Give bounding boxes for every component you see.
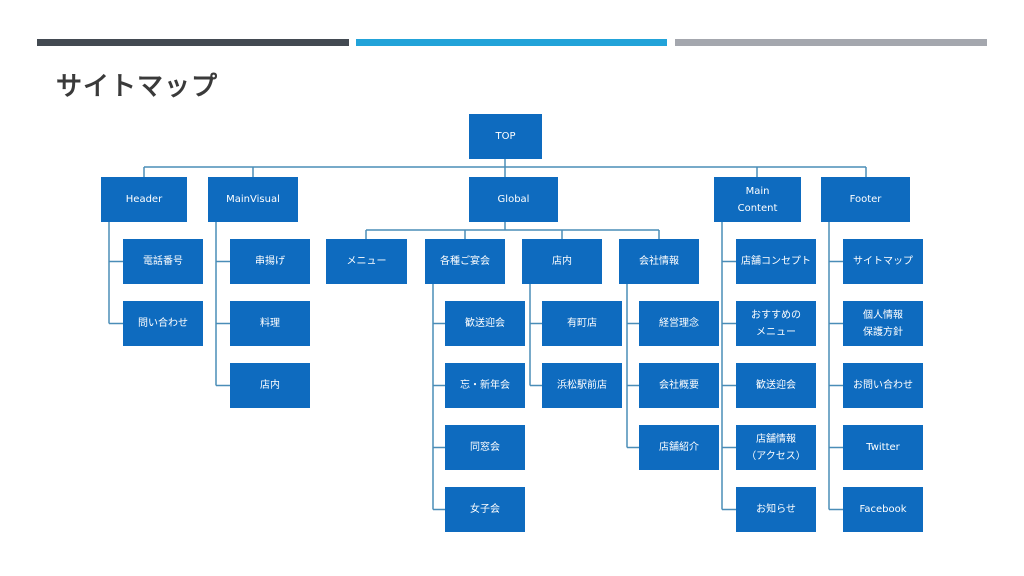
node-mc-concept: 店舗コンセプト bbox=[736, 239, 816, 284]
header-bar-gray bbox=[675, 39, 987, 46]
node-top: TOP bbox=[469, 114, 542, 159]
node-global-party: 各種ご宴会 bbox=[425, 239, 505, 284]
node-main-content: Main Content bbox=[714, 177, 801, 222]
node-footer-facebook: Facebook bbox=[843, 487, 923, 532]
node-footer-contact: お問い合わせ bbox=[843, 363, 923, 408]
node-global: Global bbox=[469, 177, 558, 222]
node-company-overview: 会社概要 bbox=[639, 363, 719, 408]
node-party-kanso: 歓送迎会 bbox=[445, 301, 525, 346]
node-mv-kushiage: 串揚げ bbox=[230, 239, 310, 284]
header-bar-dark bbox=[37, 39, 349, 46]
node-store-arimachi: 有町店 bbox=[542, 301, 622, 346]
node-header: Header bbox=[101, 177, 187, 222]
node-mv-tennai: 店内 bbox=[230, 363, 310, 408]
node-header-phone: 電話番号 bbox=[123, 239, 203, 284]
node-header-contact: 問い合わせ bbox=[123, 301, 203, 346]
header-bar-blue bbox=[356, 39, 667, 46]
node-mc-kanso: 歓送迎会 bbox=[736, 363, 816, 408]
node-mv-ryori: 料理 bbox=[230, 301, 310, 346]
node-mainvisual: MainVisual bbox=[208, 177, 298, 222]
node-party-bonen: 忘・新年会 bbox=[445, 363, 525, 408]
node-global-company: 会社情報 bbox=[619, 239, 699, 284]
node-global-menu: メニュー bbox=[326, 239, 407, 284]
node-mc-news: お知らせ bbox=[736, 487, 816, 532]
node-footer-twitter: Twitter bbox=[843, 425, 923, 470]
page-title: サイトマップ bbox=[56, 72, 219, 102]
node-party-joshikai: 女子会 bbox=[445, 487, 525, 532]
node-footer-sitemap: サイトマップ bbox=[843, 239, 923, 284]
node-party-dosokai: 同窓会 bbox=[445, 425, 525, 470]
node-company-stores: 店舗紹介 bbox=[639, 425, 719, 470]
node-company-philosophy: 経営理念 bbox=[639, 301, 719, 346]
node-footer-privacy: 個人情報 保護方針 bbox=[843, 301, 923, 346]
node-mc-recommend: おすすめの メニュー bbox=[736, 301, 816, 346]
node-store-hamamatsu: 浜松駅前店 bbox=[542, 363, 622, 408]
node-mc-access: 店舗情報 （アクセス） bbox=[736, 425, 816, 470]
node-footer: Footer bbox=[821, 177, 910, 222]
node-global-store: 店内 bbox=[522, 239, 602, 284]
